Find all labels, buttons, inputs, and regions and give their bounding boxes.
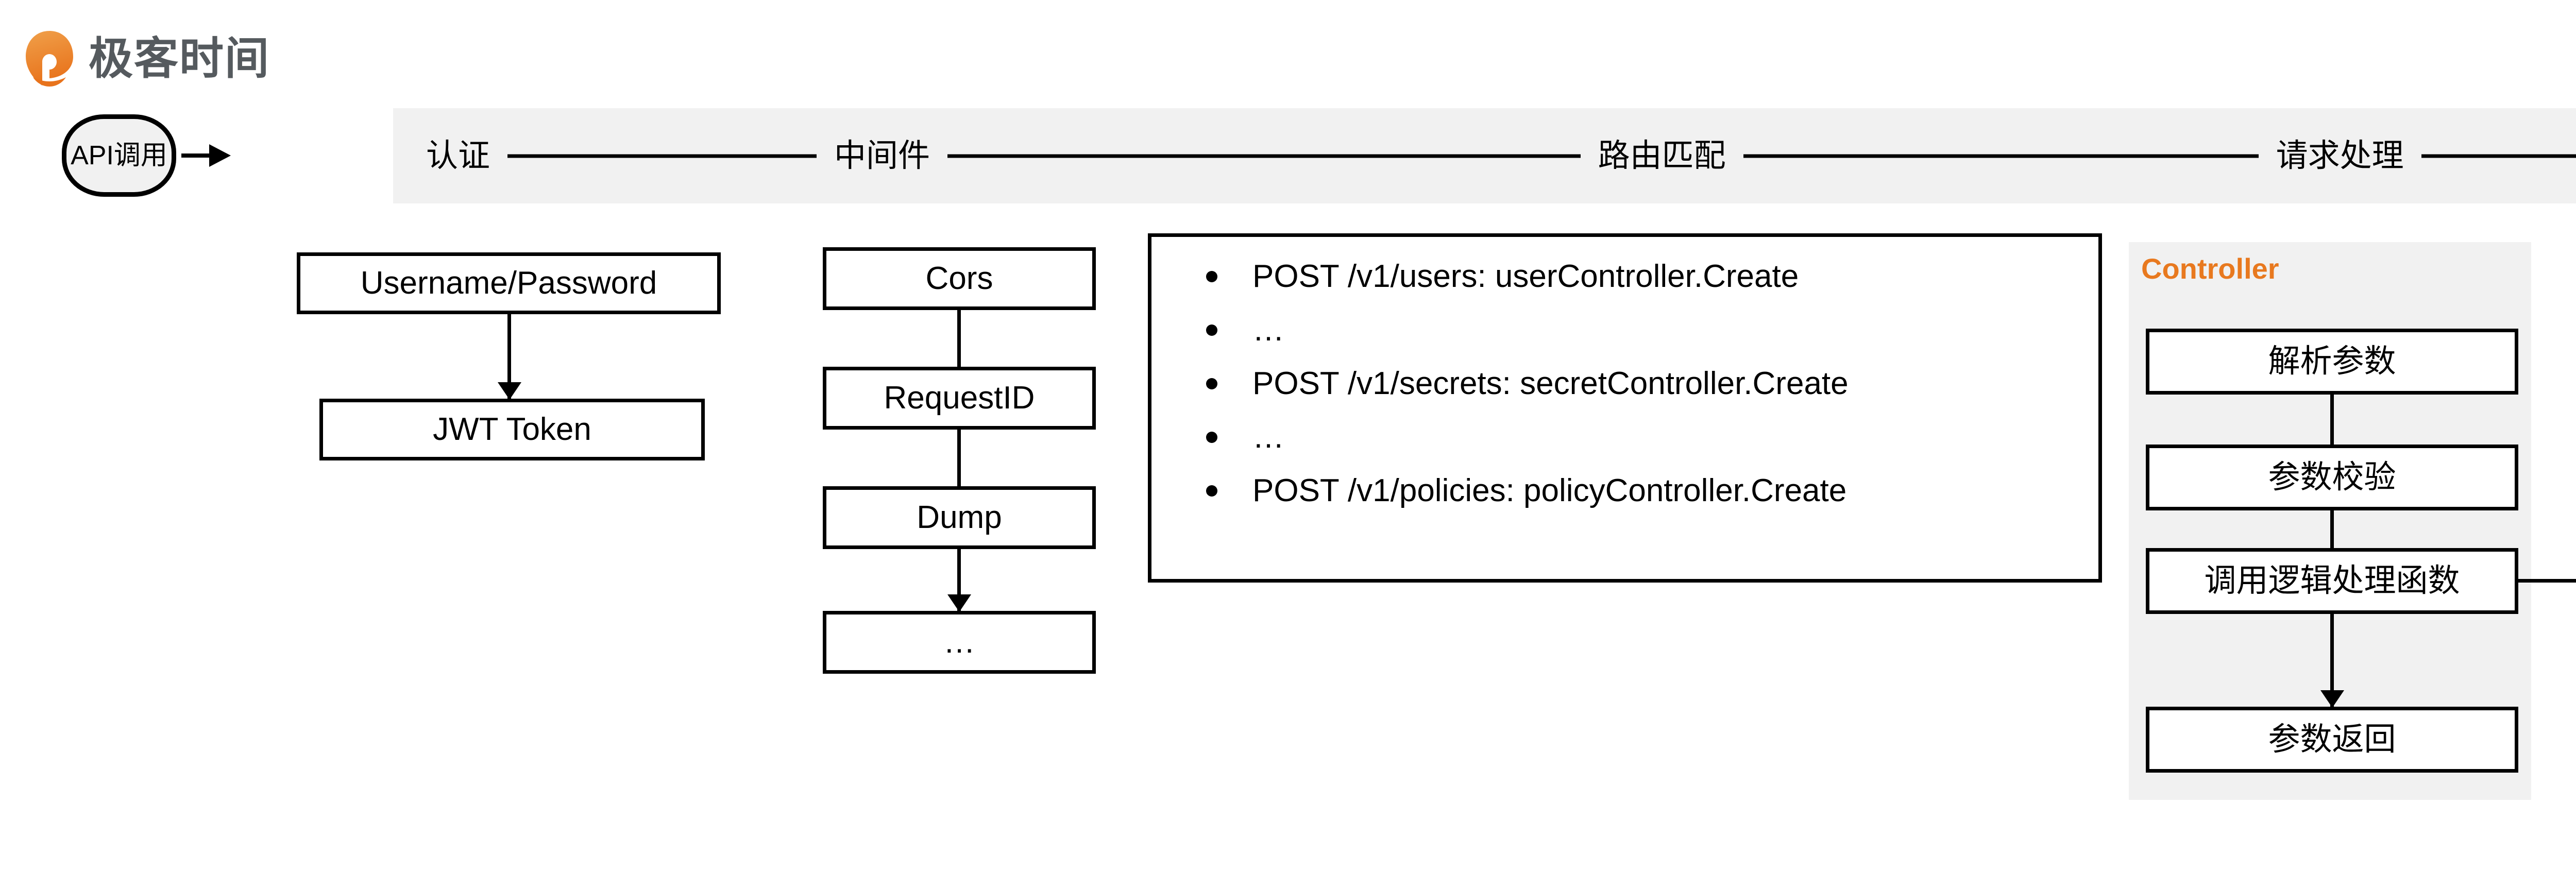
brand-logo: 极客时间 (22, 30, 270, 88)
pipeline-connector-2-line-connector-icon (947, 140, 1581, 172)
pipeline-stage-routing: 路由匹配 (1598, 138, 1726, 174)
middleware-box-requestid[interactable]: RequestID (823, 367, 1096, 430)
controller-title: Controller (2141, 252, 2279, 285)
list-item: … (1203, 314, 2098, 346)
auth-box-username-password[interactable]: Username/Password (297, 252, 721, 314)
pipeline-connector-1-line-connector-icon (507, 140, 817, 172)
api-call-pill[interactable]: API调用 (62, 114, 176, 197)
list-item: POST /v1/policies: policyController.Crea… (1203, 475, 2098, 507)
auth-box-jwt-token[interactable]: JWT Token (319, 399, 705, 460)
routing-table-panel: POST /v1/users: userController.Create … … (1148, 233, 2102, 583)
routing-list: POST /v1/users: userController.Create … … (1151, 237, 2098, 507)
auth-connector-arrow-down-icon (497, 314, 521, 400)
api-call-entry: API调用 (62, 114, 231, 197)
list-item: POST /v1/secrets: secretController.Creat… (1203, 368, 2098, 400)
controller-step-call-logic[interactable]: 调用逻辑处理函数 (2146, 548, 2518, 614)
pipeline-connector-4-arrow-right-icon (2421, 140, 2576, 172)
list-item: POST /v1/users: userController.Create (1203, 261, 2098, 293)
middleware-connector-2 (957, 429, 961, 486)
middleware-box-cors[interactable]: Cors (823, 247, 1096, 310)
middleware-connector-3-arrow-down-icon (947, 548, 971, 612)
list-item: … (1203, 421, 2098, 453)
middleware-box-dump[interactable]: Dump (823, 486, 1096, 549)
pipeline-connector-3-line-connector-icon (1743, 140, 2259, 172)
controller-step-parse-params[interactable]: 解析参数 (2146, 329, 2518, 395)
controller-connector-3-arrow-down-icon (2320, 614, 2344, 708)
geek-time-logo-icon (26, 31, 73, 87)
middleware-connector-1 (957, 309, 961, 367)
pipeline-stage-auth: 认证 (426, 138, 490, 174)
api-call-label: API调用 (71, 141, 167, 170)
pipeline-stage-middleware: 中间件 (834, 138, 930, 174)
controller-step-return-params[interactable]: 参数返回 (2146, 707, 2518, 773)
controller-connector-1 (2330, 395, 2334, 445)
middleware-box-more[interactable]: … (823, 611, 1096, 674)
pipeline-stage-request: 请求处理 (2276, 138, 2404, 174)
controller-to-service-arrow-right-icon (2518, 579, 2576, 583)
controller-step-validate-params[interactable]: 参数校验 (2146, 445, 2518, 510)
controller-connector-2 (2330, 510, 2334, 548)
brand-name: 极客时间 (89, 34, 270, 83)
pipeline-bar: 认证 中间件 路由匹配 请求处理 业务处理 (393, 108, 2576, 203)
entry-arrow-right-icon (181, 144, 231, 167)
